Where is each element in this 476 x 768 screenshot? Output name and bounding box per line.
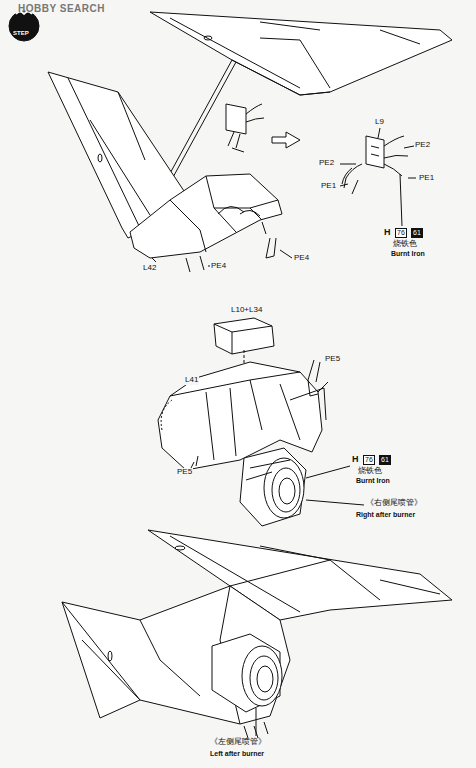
paint-code: H xyxy=(352,455,359,465)
paint-name: 烧铁色 xyxy=(393,240,417,249)
part-number: L9 xyxy=(374,118,385,127)
callout-label: 《左侧尾喷管》 xyxy=(210,738,266,747)
direction-arrow xyxy=(272,132,300,148)
right-wing-top xyxy=(150,12,452,95)
paint-name: 烧铁色 xyxy=(358,467,382,476)
rear-fuselage-l42 xyxy=(130,174,282,272)
part-number: PE1 xyxy=(320,182,337,191)
pe5-part xyxy=(308,360,320,396)
part-number: PE5 xyxy=(324,355,341,364)
paint-code: H xyxy=(384,228,391,238)
part-number: PE4 xyxy=(293,254,310,263)
left-wing-bottom xyxy=(62,586,290,738)
part-number: PE1 xyxy=(418,174,435,183)
leader-lines xyxy=(256,708,257,736)
paint-code: 76 xyxy=(363,455,375,465)
paint-code: 61 xyxy=(411,228,423,238)
callout-label: Left after burner xyxy=(210,750,264,758)
part-number: PE2 xyxy=(318,159,335,168)
paint-name: Burnt Iron xyxy=(356,477,390,485)
paint-name: Burnt Iron xyxy=(391,250,425,258)
step-badge xyxy=(9,11,39,41)
part-number: PE4 xyxy=(210,262,227,271)
watermark: HOBBY SEARCH xyxy=(18,3,105,14)
pe4-part xyxy=(266,238,276,258)
part-number: PE2 xyxy=(414,141,431,150)
step-label: STEP xyxy=(13,30,29,37)
center-pe-bracket xyxy=(226,104,264,152)
paint-code: 76 xyxy=(395,228,407,238)
callout-label: Right after burner xyxy=(356,511,415,519)
callout-label: 《右侧尾喷管》 xyxy=(366,499,422,508)
paint-code: 61 xyxy=(379,455,391,465)
fuselage-half-l41 xyxy=(158,362,328,470)
right-afterburner xyxy=(240,448,306,526)
part-number: PE5 xyxy=(176,468,193,477)
left-afterburner xyxy=(212,634,282,712)
part-number: L41 xyxy=(184,376,199,385)
part-number: L10+L34 xyxy=(230,306,263,315)
detail-pe-bracket xyxy=(340,128,416,226)
part-number: L42 xyxy=(142,264,157,273)
leader-lines xyxy=(306,466,364,505)
